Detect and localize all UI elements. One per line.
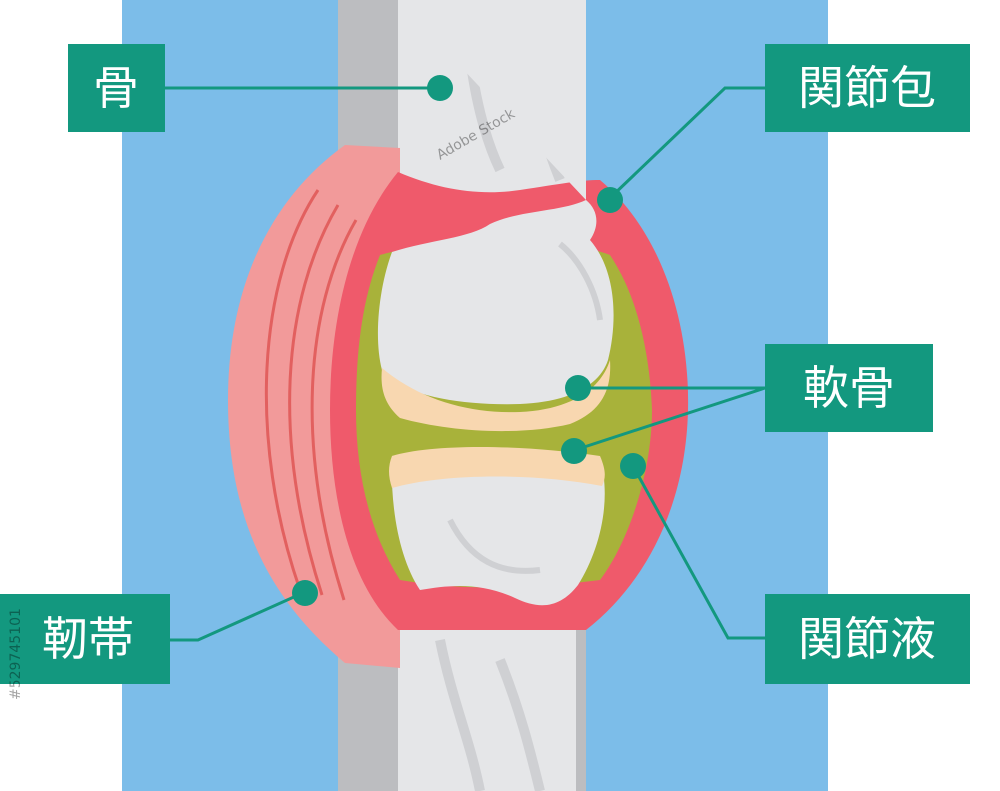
label-cartilage-box [765, 344, 933, 432]
lower-bone-head [391, 450, 605, 606]
label-bone-text: 骨 [93, 61, 139, 115]
leader-line-fluid [631, 465, 765, 640]
upper-bone-head [377, 0, 614, 405]
leader-line-ligament [170, 590, 306, 642]
dot-cartilage-upper [565, 375, 591, 401]
label-capsule: 関節包 [765, 44, 970, 132]
label-ligament-box [0, 594, 170, 684]
dot-ligament [292, 580, 318, 606]
label-bone-box [68, 44, 165, 132]
dot-cartilage-lower [561, 438, 587, 464]
lower-cartilage [389, 447, 605, 488]
label-cartilage-text: 軟骨 [803, 361, 895, 415]
label-capsule-box [765, 44, 970, 132]
ligament-fiber-3 [310, 219, 358, 601]
leader-line-capsule [608, 86, 765, 200]
label-bone: 骨 [68, 44, 165, 132]
upper-cartilage [381, 360, 611, 432]
bone-shaft-lower [398, 600, 576, 791]
ligament-fiber-1 [264, 189, 320, 591]
label-ligament-text: 靭帯 [42, 612, 134, 666]
bone-shaft-crease-lower [435, 639, 545, 791]
label-fluid-text: 関節液 [798, 612, 936, 666]
dot-capsule [597, 187, 623, 213]
upper-bone-crease [558, 241, 603, 321]
dot-bone [427, 75, 453, 101]
leader-dots [292, 75, 646, 606]
label-cartilage: 軟骨 [765, 344, 933, 432]
label-capsule-text: 関節包 [798, 61, 936, 115]
label-synovial-fluid: 関節液 [765, 594, 970, 684]
label-ligament: 靭帯 [0, 594, 170, 684]
label-fluid-box [765, 594, 970, 684]
leader-lines [165, 86, 766, 642]
watermark-id: #529745101 [8, 608, 24, 700]
ligament-fiber-2 [288, 204, 340, 596]
lower-bone-crease [447, 518, 541, 574]
leader-line-cartilage-lower [574, 386, 766, 452]
dot-fluid [620, 453, 646, 479]
